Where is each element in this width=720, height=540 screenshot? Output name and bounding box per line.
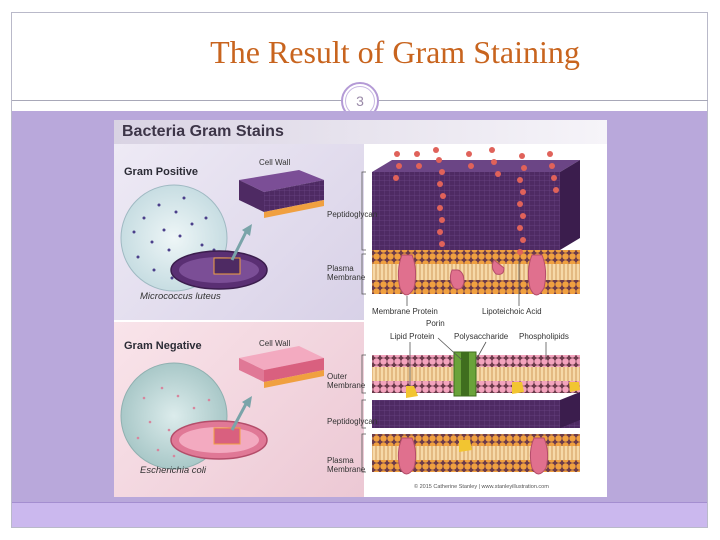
- species-positive: Micrococcus luteus: [140, 291, 221, 302]
- gram-positive-wall-block: [239, 170, 324, 218]
- gram-stain-figure: Bacteria Gram Stains: [114, 120, 607, 497]
- label-plasma-negative: Plasma: [327, 456, 354, 465]
- label-phospholipids: Phospholipids: [519, 332, 569, 341]
- gram-positive-cell: [170, 224, 268, 290]
- label-cell-wall-positive: Cell Wall: [259, 158, 291, 167]
- label-outer-negative: Outer: [327, 372, 348, 381]
- label-membrane-protein: Membrane Protein: [372, 307, 438, 316]
- gram-negative-wall-block: [239, 346, 324, 388]
- label-cell-wall-negative: Cell Wall: [259, 339, 291, 348]
- slide-frame: [11, 12, 708, 528]
- label-membrane-negative: Membrane: [327, 465, 366, 474]
- gram-stain-illustration: [120, 147, 580, 475]
- gram-positive-cross-section: [361, 147, 580, 306]
- label-peptidoglycan-positive: Peptidoglycan: [327, 210, 378, 219]
- gram-positive-heading: Gram Positive: [124, 166, 198, 178]
- label-outer-membrane-negative: Membrane: [327, 381, 366, 390]
- gram-negative-cross-section: [361, 337, 580, 475]
- slide-title: The Result of Gram Staining: [210, 34, 580, 70]
- figure-title: Bacteria Gram Stains: [122, 123, 284, 140]
- label-peptidoglycan-negative: Peptidoglycan: [327, 417, 378, 426]
- label-membrane-positive: Membrane: [327, 273, 366, 282]
- label-plasma-positive: Plasma: [327, 264, 354, 273]
- species-negative: Escherichia coli: [140, 465, 206, 476]
- footer-bar: [12, 502, 707, 527]
- figure-copyright: © 2015 Catherine Stanley | www.stanleyil…: [414, 484, 549, 490]
- gram-negative-heading: Gram Negative: [124, 340, 202, 352]
- gram-negative-cell: [170, 396, 268, 460]
- label-polysaccharide: Polysaccharide: [454, 332, 509, 341]
- label-lipoteichoic-acid: Lipoteichoic Acid: [482, 307, 542, 316]
- label-porin: Porin: [426, 319, 445, 328]
- figure-header-bar: [114, 120, 607, 144]
- label-lipid-protein: Lipid Protein: [390, 332, 435, 341]
